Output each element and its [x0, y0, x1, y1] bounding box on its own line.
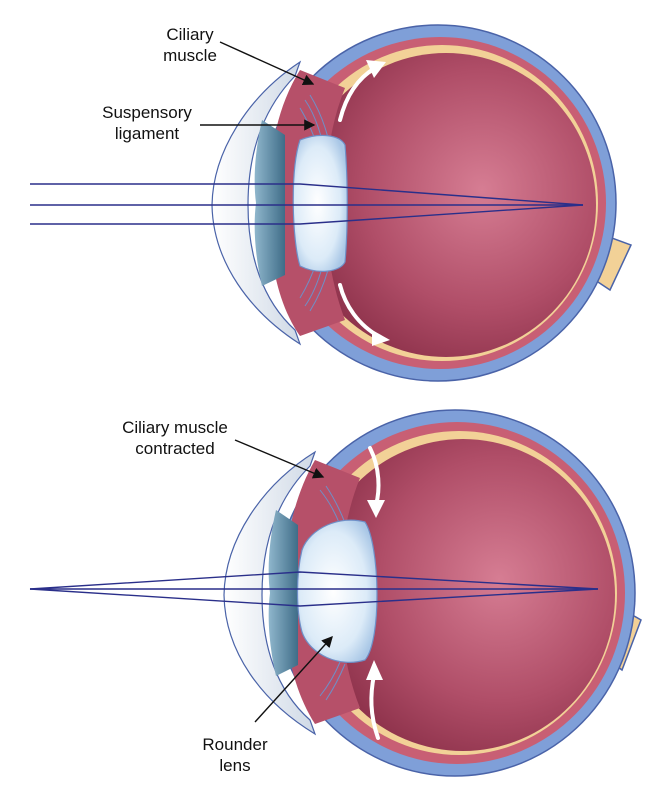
label-line: lens: [195, 755, 275, 776]
label-line: ligament: [92, 123, 202, 144]
label-line: Ciliary: [155, 24, 225, 45]
label-line: contracted: [110, 438, 240, 459]
label-line: Rounder: [195, 734, 275, 755]
label-line: Ciliary muscle: [110, 417, 240, 438]
lens: [293, 135, 347, 271]
iris: [255, 120, 285, 286]
label-line: Suspensory: [92, 102, 202, 123]
eye-contracted: [30, 410, 641, 776]
lens: [298, 520, 378, 662]
ciliary-muscle-label: Ciliary muscle: [155, 24, 225, 66]
label-line: muscle: [155, 45, 225, 66]
ciliary-muscle-contracted-label: Ciliary muscle contracted: [110, 417, 240, 459]
suspensory-ligament-label: Suspensory ligament: [92, 102, 202, 144]
eye-relaxed: [30, 25, 631, 381]
rounder-lens-label: Rounder lens: [195, 734, 275, 776]
iris: [269, 510, 298, 676]
